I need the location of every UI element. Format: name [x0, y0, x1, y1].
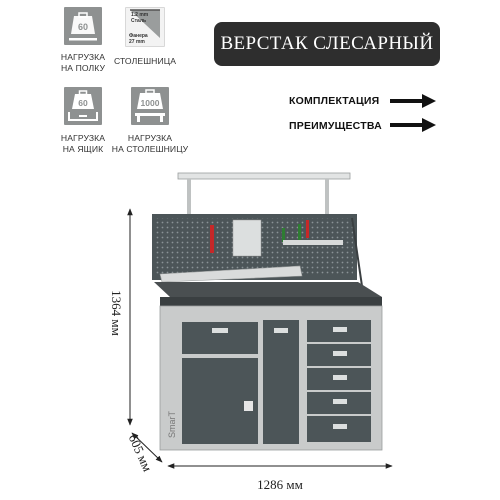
height-dimension: 1364 мм [109, 290, 124, 336]
link-advantages[interactable]: ПРЕИМУЩЕСТВА [289, 120, 382, 132]
width-dimension: 1286 мм [257, 477, 303, 492]
svg-text:27 mm: 27 mm [129, 39, 145, 45]
svg-text:SmarT: SmarT [167, 410, 177, 438]
shelf-load-icon: 60 [64, 7, 102, 45]
svg-text:1.2 mm: 1.2 mm [131, 12, 149, 18]
arrow-right-icon[interactable] [390, 94, 436, 108]
tabletop-load-icon: 1000 [131, 87, 169, 125]
arrow-right-icon[interactable] [390, 118, 436, 132]
workbench-image: SmarT [152, 172, 383, 451]
svg-text:60: 60 [78, 98, 88, 108]
page-title: ВЕРСТАК СЛЕСАРНЫЙ [214, 22, 440, 66]
drawer-load-icon: 60 [64, 87, 102, 125]
link-equipment[interactable]: КОМПЛЕКТАЦИЯ [289, 95, 380, 107]
tabletop-label: СТОЛЕШНИЦА [113, 56, 177, 66]
svg-text:Фанера: Фанера [129, 33, 148, 39]
svg-text:1000: 1000 [141, 98, 160, 108]
svg-text:Сталь: Сталь [131, 18, 146, 24]
tabletop-section-icon: 1.2 mm Сталь Фанера 27 mm [125, 7, 165, 47]
svg-text:60: 60 [78, 22, 88, 32]
